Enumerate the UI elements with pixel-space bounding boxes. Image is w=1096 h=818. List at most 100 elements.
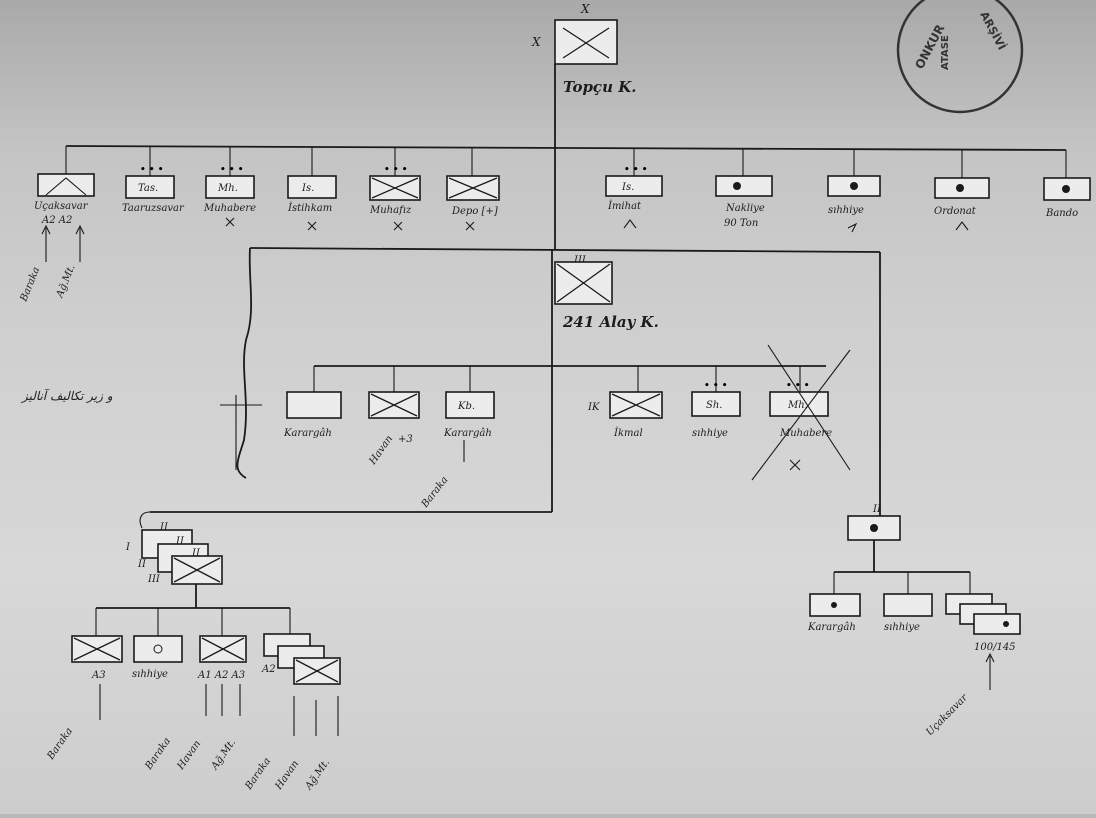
bn-mark-2: II: [137, 559, 147, 570]
unit-label: Depo [+]: [451, 206, 498, 217]
reg-unit-kb: Kb. Karargâh Baraka: [419, 366, 495, 511]
top-side-mark: X: [531, 35, 541, 49]
svg-text:• • •: • • •: [786, 381, 810, 391]
unit-label: Muhabere: [779, 428, 832, 439]
unit-label: Taaruzsavar: [122, 203, 185, 214]
unit-depo: Depo [+]: [446, 147, 500, 231]
unit-label: Muhafız: [369, 205, 412, 216]
unit-label: İstihkam: [287, 202, 332, 214]
regiment-row: Karargâh Havan +3 Kb. Karargâh Baraka IK…: [283, 344, 851, 511]
right-echelon: II: [872, 504, 882, 515]
unit-code: Kb.: [457, 401, 475, 412]
reg-unit-sihhiye: • • • Sh. sıhhiye: [691, 366, 741, 439]
unit-code: Sh.: [706, 400, 722, 411]
unit-code: Mh.: [217, 183, 238, 194]
right-unit-children: Karargâh sıhhiye 100/145 Uçaksavar: [807, 572, 1021, 738]
unit-label: Muhabere: [203, 203, 256, 214]
regiment-echelon: III: [573, 255, 587, 266]
bn-echelon-3: II: [191, 548, 201, 559]
side-note-2: Ağ.Mt.: [54, 263, 77, 300]
unit-label: Karargâh: [443, 428, 492, 439]
baraka-note: Baraka: [419, 475, 451, 511]
unit-muhabere: • • • Mh. Muhabere: [203, 147, 256, 227]
bn-note-3b: Havan: [273, 759, 301, 793]
right-child-100: 100/145 Uçaksavar: [924, 572, 1021, 738]
side-script-note: و زیر تکالیف آنالیز: [20, 388, 113, 403]
regiment-label: 241 Alay K.: [562, 313, 659, 331]
bn-unit-2: sıhhiye: [132, 608, 183, 680]
unit-label: Uçaksavar: [34, 201, 89, 212]
unit-label: A2: [261, 664, 276, 675]
bn-unit-1: A3 Baraka: [45, 608, 123, 763]
reg-unit-muhabere: • • • Mh. Muhabere: [751, 344, 851, 481]
battalion: I II III II II II: [125, 511, 223, 585]
unit-muhafiz: • • • Muhafız: [369, 147, 421, 231]
bn-note-3a: Baraka: [243, 756, 273, 793]
top-row: Uçaksavar A2 A2 Baraka Ağ.Mt. • • • Tas.…: [18, 146, 1091, 305]
battalion-row: A3 Baraka sıhhiye A1 A2 A3 Baraka Havan …: [45, 608, 341, 793]
unit-label: sıhhiye: [828, 205, 864, 216]
unit-label: sıhhiye: [692, 428, 728, 439]
right-note: Uçaksavar: [924, 692, 970, 738]
bn-mark-3: III: [147, 574, 161, 585]
top-command-label: Topçu K.: [563, 78, 636, 96]
unit-label: İmihat: [607, 200, 642, 212]
unit-label: Karargâh: [807, 622, 856, 633]
unit-code: Mh.: [787, 400, 808, 411]
svg-text:• • •: • • •: [624, 165, 648, 175]
bn-note-3c: Ağ.Mt.: [303, 757, 332, 792]
top-command: X X Topçu K.: [531, 2, 636, 96]
unit-code: Is.: [621, 182, 634, 193]
unit-nakliye: Nakliye 90 Ton: [715, 148, 773, 229]
unit-sihhiye: sıhhiye: [827, 149, 881, 233]
unit-ordonat: Ordonat: [934, 149, 990, 231]
right-child-karargah: Karargâh: [807, 572, 861, 633]
unit-code: IK: [587, 402, 600, 413]
side-note-1: Baraka: [18, 266, 42, 305]
archive-stamp: ONKUR ATASE ARŞİVİ: [896, 0, 1024, 114]
unit-label: A1 A2 A3: [197, 670, 245, 681]
stamp-text-2: ATASE: [940, 35, 951, 70]
bn-echelon-2: II: [175, 536, 185, 547]
unit-code: Is.: [301, 183, 314, 194]
right-child-sihhiye: sıhhiye: [883, 572, 933, 633]
stamp-text-3: ARŞİVİ: [977, 9, 1009, 52]
bn-note-2b: Havan: [175, 739, 203, 773]
svg-text:• • •: • • •: [220, 165, 244, 175]
regiment-command: III 241 Alay K.: [551, 250, 659, 512]
unit-aa-marks: A2 A2: [41, 215, 72, 226]
reg-unit-havan: Havan +3: [367, 366, 420, 468]
unit-label: 100/145: [974, 642, 1016, 653]
unit-label: sıhhiye: [884, 622, 920, 633]
unit-bando: Bando: [1043, 150, 1091, 219]
svg-text:• • •: • • •: [704, 381, 728, 391]
unit-label: A3: [91, 670, 106, 681]
bn-unit-4: A2 Baraka Havan Ağ.Mt.: [243, 608, 341, 793]
unit-label: Nakliye: [725, 203, 765, 214]
unit-label: Havan: [367, 434, 395, 468]
unit-imihat: • • • Is. İmihat: [605, 148, 663, 229]
bn-note-2a: Baraka: [143, 736, 173, 773]
svg-text:• • •: • • •: [384, 165, 408, 175]
reg-unit-ikmal: IK İkmal: [587, 366, 663, 439]
havan-mark: +3: [398, 434, 413, 445]
bn-mark-1: I: [125, 542, 131, 553]
bn-note-1: Baraka: [45, 726, 75, 763]
bn-note-2c: Ağ.Mt.: [209, 737, 238, 772]
right-unit: II: [834, 504, 970, 573]
unit-label: Ordonat: [934, 206, 977, 217]
reg-unit-karargah: Karargâh: [283, 366, 342, 439]
unit-sub: 90 Ton: [724, 218, 758, 229]
unit-code: Tas.: [138, 183, 158, 194]
unit-ucaksavar: Uçaksavar A2 A2 Baraka Ağ.Mt.: [18, 146, 95, 305]
bn-echelon-1: II: [159, 522, 169, 533]
svg-text:• • •: • • •: [140, 165, 164, 175]
unit-label: Karargâh: [283, 428, 332, 439]
unit-label: Bando: [1045, 208, 1078, 219]
top-echelon-mark: X: [580, 2, 590, 16]
unit-istihkam: Is. İstihkam: [287, 147, 337, 231]
unit-taaruzsavar: • • • Tas. Taaruzsavar: [122, 147, 185, 214]
unit-label: sıhhiye: [132, 669, 168, 680]
